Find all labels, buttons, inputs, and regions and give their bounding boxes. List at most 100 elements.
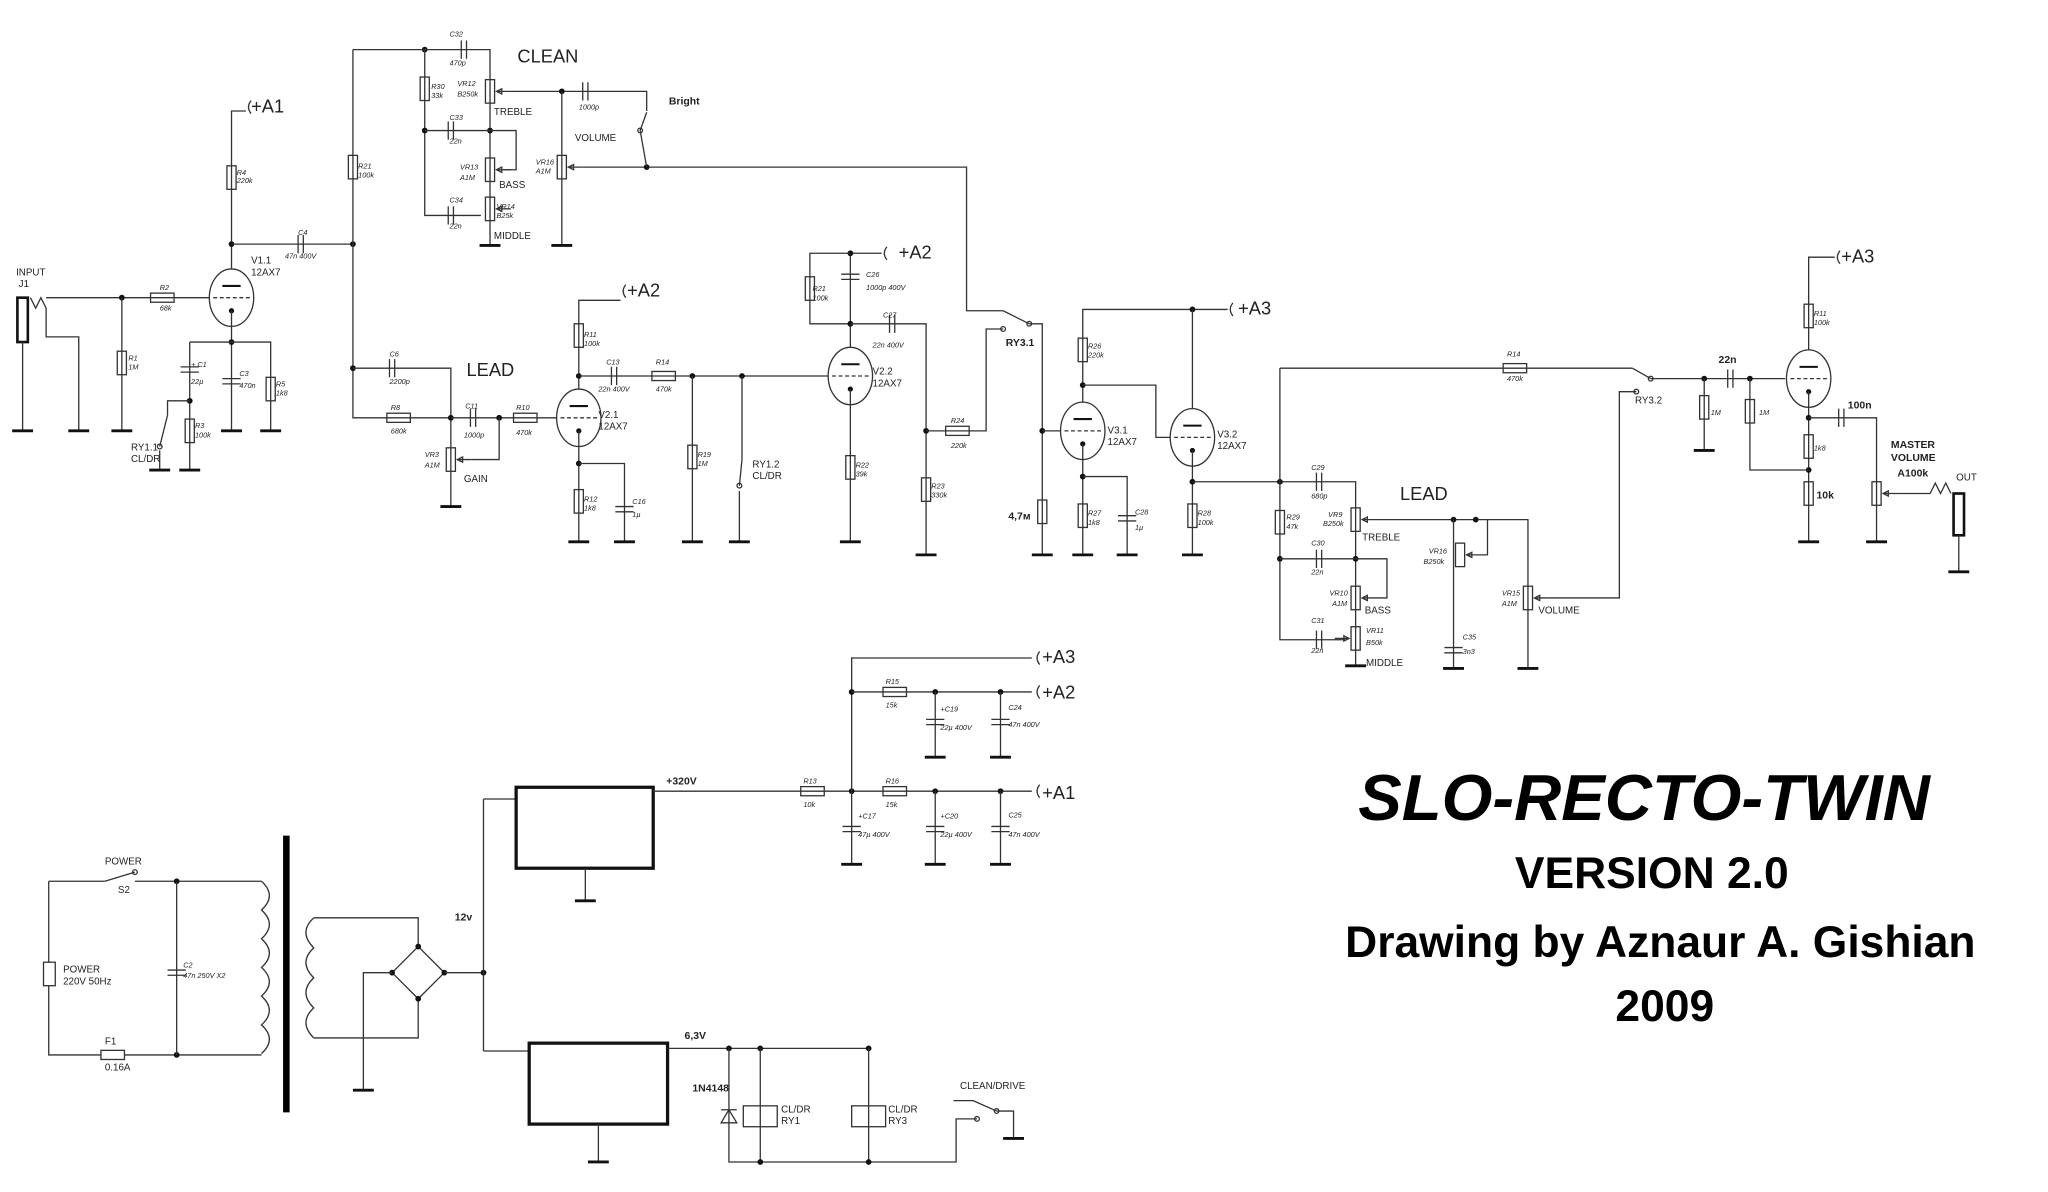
label-c-vr16b-val: B250k bbox=[1424, 557, 1445, 566]
capacitor bbox=[469, 408, 477, 427]
label-c-vr14-ref: VR14 bbox=[497, 202, 515, 211]
label-c-cc-val: 22n bbox=[1719, 355, 1737, 366]
junction-dot bbox=[726, 1045, 732, 1052]
label-c-r30-ref: R30 bbox=[431, 82, 444, 91]
label-c-c20-ref: +C20 bbox=[940, 812, 958, 821]
label-c-c3-val: 470n bbox=[239, 381, 255, 390]
wire bbox=[1082, 308, 1228, 403]
junction-dot bbox=[1701, 375, 1708, 382]
resistor bbox=[512, 412, 538, 424]
label-c-r24-val: 220k bbox=[950, 441, 967, 450]
resistor bbox=[445, 447, 457, 472]
wire bbox=[352, 49, 451, 419]
label-c-v32-val: 12AX7 bbox=[1217, 441, 1246, 452]
label-c-r21a-val: 100k bbox=[358, 171, 374, 180]
label-controls-middle: MIDDLE bbox=[494, 231, 531, 242]
wire bbox=[1376, 518, 1529, 669]
junction-dot bbox=[1450, 516, 1457, 523]
switch-blade bbox=[1632, 367, 1652, 380]
resistor bbox=[265, 376, 276, 402]
resistor bbox=[573, 323, 585, 348]
label-c-c26-ref: C26 bbox=[866, 270, 880, 279]
wire bbox=[1749, 378, 1809, 471]
label-c-c35-val: 3n3 bbox=[1463, 647, 1475, 656]
label-io-out: OUT bbox=[1956, 472, 1977, 483]
resistor bbox=[573, 488, 585, 514]
resistor bbox=[800, 785, 825, 797]
capacitor bbox=[460, 40, 468, 59]
wire bbox=[1480, 519, 1489, 556]
switch-blade bbox=[104, 871, 136, 882]
wire bbox=[809, 252, 851, 325]
label-c-c27-ref: C27 bbox=[883, 310, 897, 319]
label-c-r4-val: 220k bbox=[236, 176, 253, 185]
label-c-c2-ref: C2 bbox=[183, 960, 192, 969]
potentiometer-wiper bbox=[566, 163, 583, 171]
label-c-r16-ref: R16 bbox=[886, 776, 900, 785]
label-c-c28-ref: C28 bbox=[1135, 507, 1149, 516]
resistor bbox=[920, 477, 932, 502]
junction-dot bbox=[757, 1045, 764, 1052]
label-controls-master2: VOLUME bbox=[1891, 453, 1936, 464]
label-c-r13-val: 10k bbox=[803, 800, 815, 809]
resistor bbox=[882, 686, 908, 698]
resistor bbox=[1037, 499, 1048, 525]
label-controls-volume: VOLUME bbox=[575, 133, 617, 144]
label-c-vr10-val: A1M bbox=[1331, 599, 1348, 608]
capacitor bbox=[388, 359, 396, 378]
title-year: 2009 bbox=[1615, 982, 1714, 1031]
junction-dot bbox=[689, 373, 696, 379]
wire bbox=[352, 367, 452, 507]
label-c-ry3-val: RY3 bbox=[888, 1116, 907, 1127]
label-c-ry1-ref: CL/DR bbox=[781, 1104, 810, 1115]
label-c-vr16a-val: A1M bbox=[535, 167, 552, 176]
potentiometer-wiper bbox=[495, 87, 511, 96]
title-version: VERSION 2.0 bbox=[1515, 849, 1789, 898]
capacitor bbox=[180, 366, 199, 373]
supply-terminal-symbol bbox=[1036, 784, 1041, 799]
label-c-r29-val: 47k bbox=[1286, 522, 1298, 531]
potentiometer-wiper bbox=[1533, 594, 1549, 602]
wire bbox=[728, 1048, 977, 1163]
resistor bbox=[116, 350, 128, 376]
label-c-r29-ref: R29 bbox=[1286, 513, 1299, 522]
label-c-vr13-val: A1M bbox=[459, 173, 476, 182]
supply-terminal-symbol bbox=[1836, 250, 1841, 265]
capacitor bbox=[297, 235, 304, 254]
label-c-r26-ref: R26 bbox=[1088, 342, 1102, 351]
resistor bbox=[149, 292, 175, 303]
label-c-c31-ref: C31 bbox=[1311, 616, 1324, 625]
label-c-r3-ref: R3 bbox=[195, 421, 204, 430]
label-c-f1-ref: F1 bbox=[105, 1036, 116, 1047]
label-c-vr13-ref: VR13 bbox=[460, 163, 478, 172]
label-c-c6-ref: C6 bbox=[389, 349, 399, 358]
label-c-vr16b-ref: VR16 bbox=[1429, 547, 1448, 556]
label-c-r1-val: 1M bbox=[128, 362, 139, 371]
wire bbox=[1548, 391, 1637, 599]
capacitor bbox=[1444, 646, 1463, 654]
label-c-c19-val: 22µ 400V bbox=[939, 723, 973, 732]
label-c-vr12-val: B250k bbox=[457, 90, 478, 99]
junction-dot bbox=[1472, 516, 1479, 523]
label-c-c11-val: 1000p bbox=[464, 430, 484, 439]
label-c-r22-val: 39k bbox=[856, 470, 868, 479]
wire bbox=[926, 328, 1004, 432]
label-c-c33-ref: C33 bbox=[450, 113, 463, 122]
capacitor bbox=[1315, 549, 1323, 568]
label-c-mains-ref: POWER bbox=[63, 965, 100, 976]
label-c-r11b-val: 100k bbox=[1814, 318, 1830, 327]
switch-blade bbox=[639, 112, 648, 131]
label-c-r27-val: 1k8 bbox=[1088, 518, 1101, 527]
label-c-c16-ref: C16 bbox=[632, 497, 646, 506]
capacitor bbox=[842, 825, 861, 833]
label-c-rm2-val: 1M bbox=[1759, 408, 1770, 417]
label-c-r23-ref: R23 bbox=[931, 481, 944, 490]
wire bbox=[1082, 475, 1128, 555]
label-c-r3-val: 100k bbox=[195, 430, 211, 439]
potentiometer-wiper bbox=[1360, 594, 1377, 602]
wire bbox=[578, 462, 626, 542]
label-sections-clean: CLEAN bbox=[517, 46, 578, 67]
label-c-c13-ref: C13 bbox=[606, 357, 619, 366]
switch-blade bbox=[738, 459, 743, 486]
resistor bbox=[386, 412, 412, 424]
